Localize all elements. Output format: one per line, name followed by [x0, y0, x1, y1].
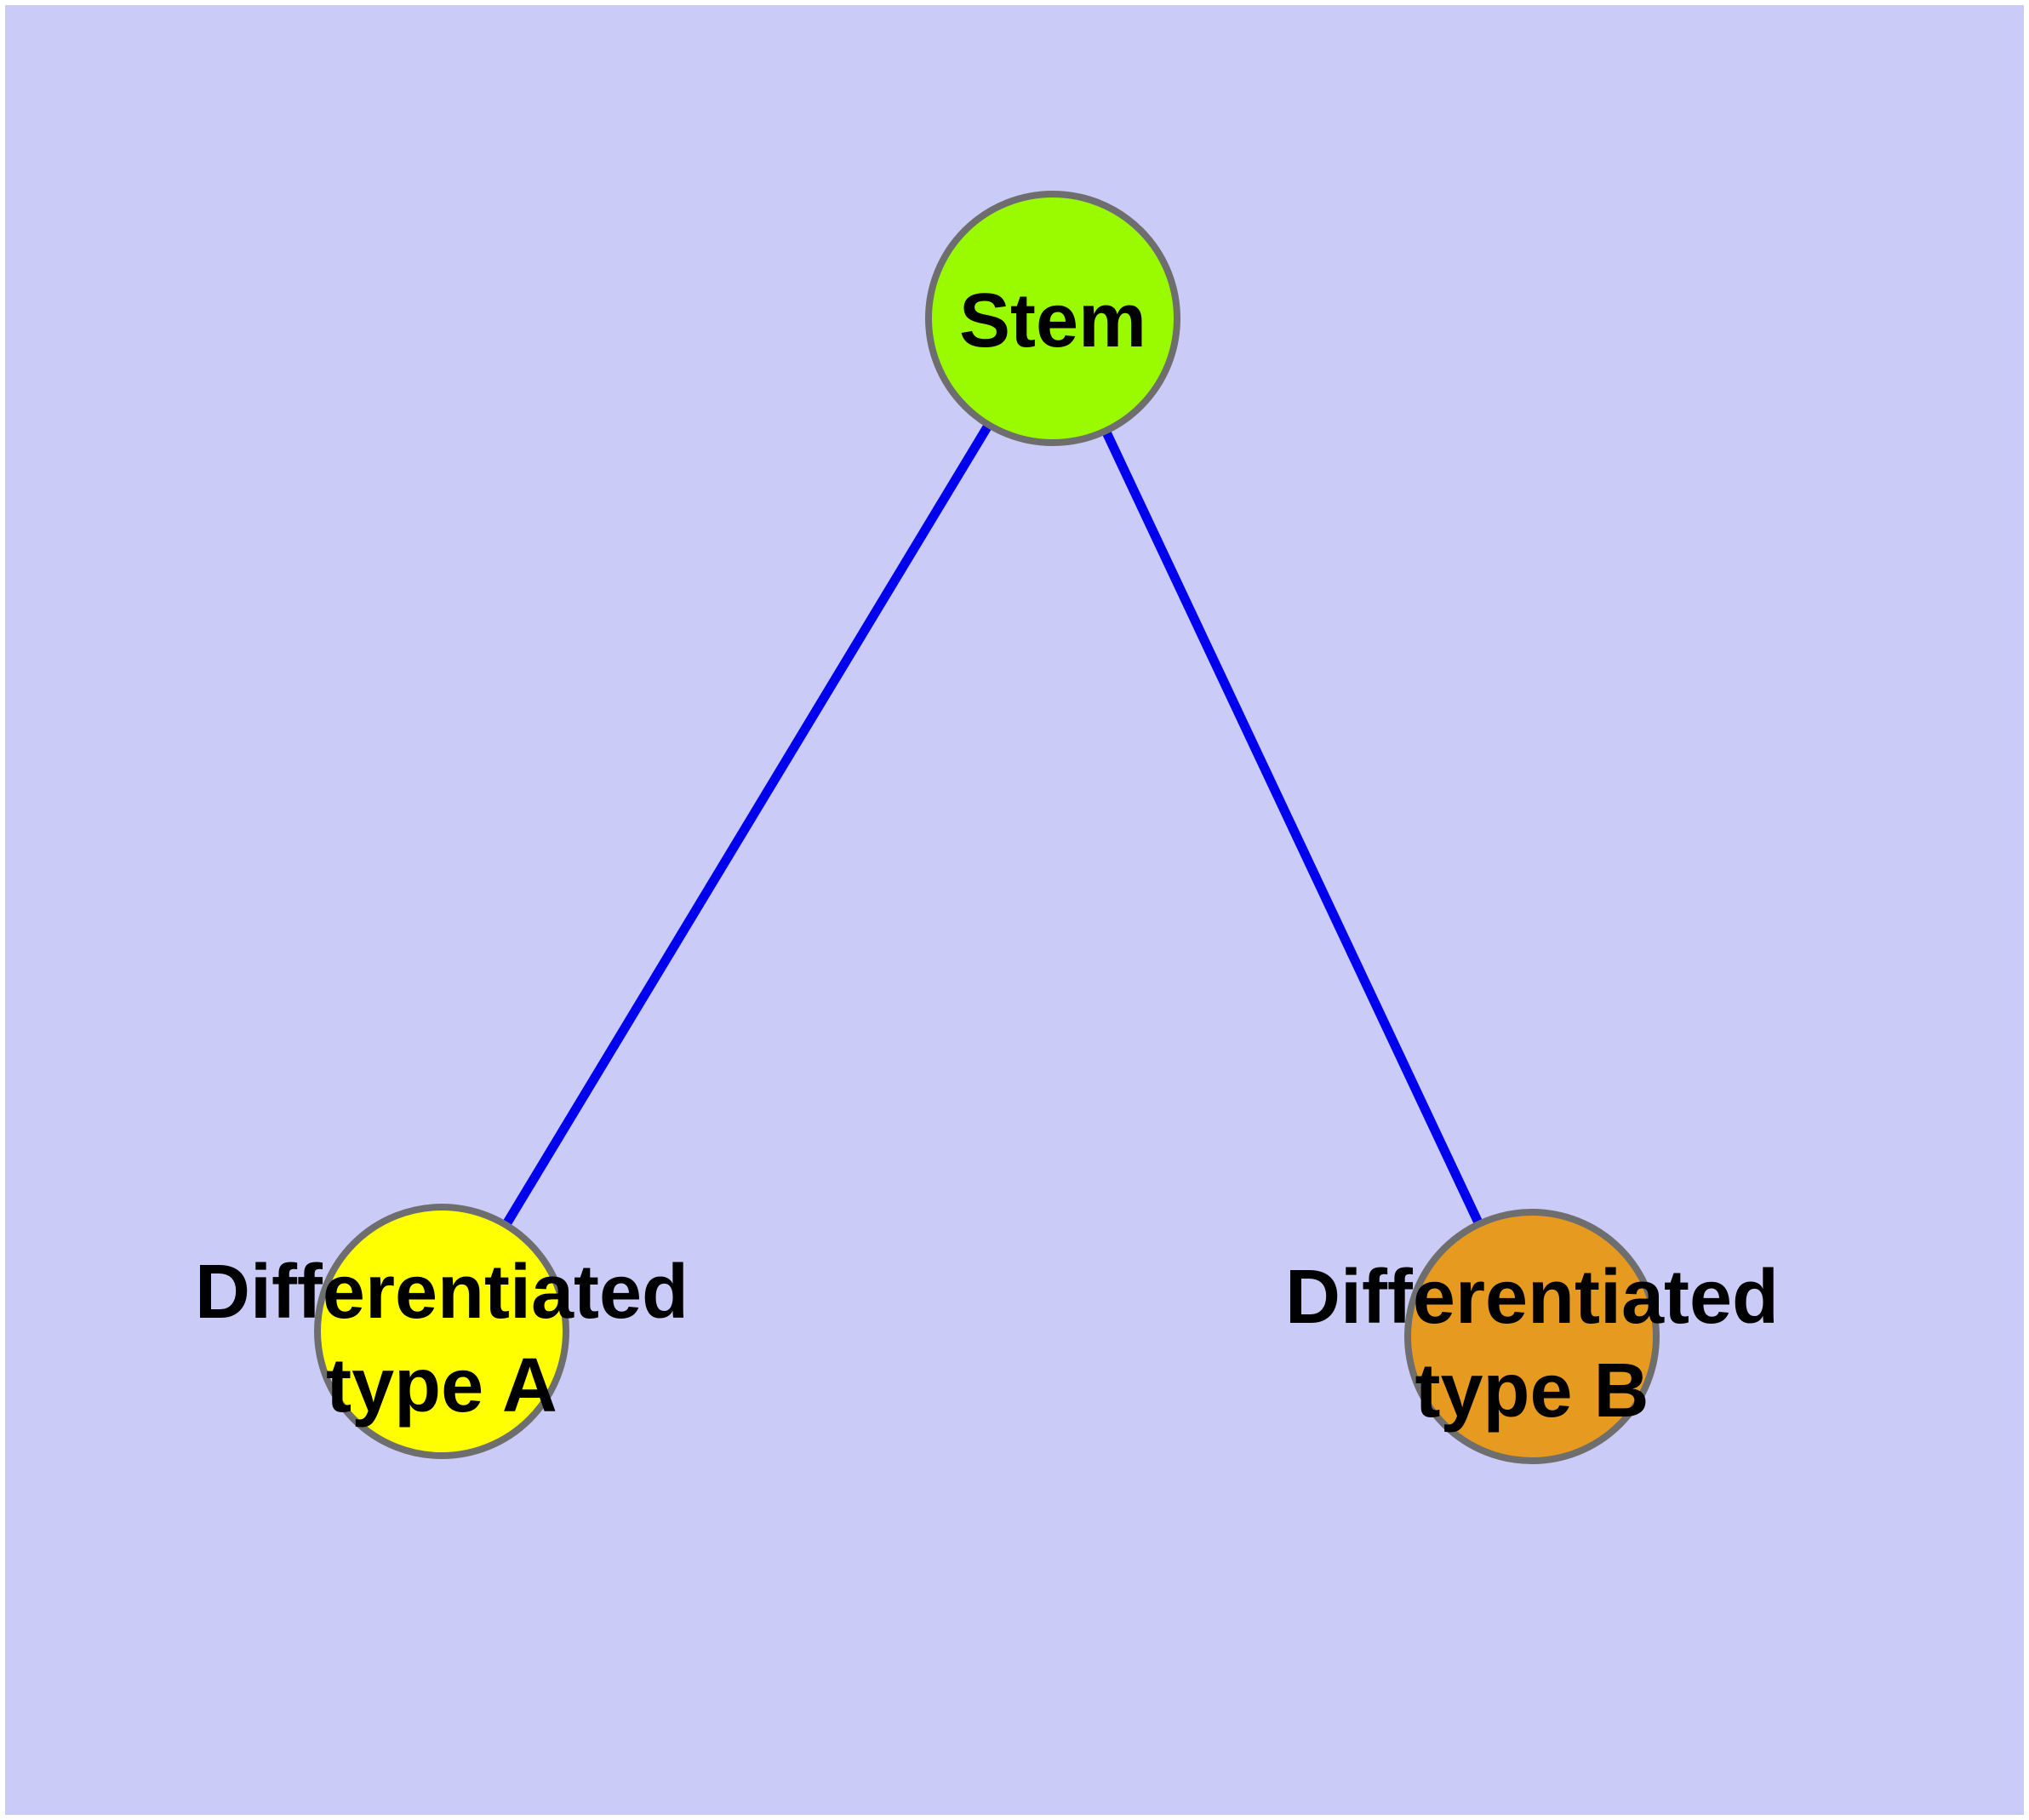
node-type-a-label-line1: Differentiated [195, 1250, 689, 1335]
edge-stem-to-type-a [437, 316, 1057, 1334]
node-differentiated-type-a [314, 1204, 569, 1459]
node-differentiated-type-b [1404, 1209, 1660, 1464]
node-type-b-label-line2: type B [1415, 1348, 1649, 1434]
node-type-b-label-line1: Differentiated [1285, 1255, 1779, 1340]
node-stem-label: Stem [959, 278, 1146, 363]
edge-stem-to-type-b [1049, 316, 1536, 1339]
node-stem [925, 191, 1180, 446]
node-type-a-label-line2: type A [326, 1343, 557, 1428]
